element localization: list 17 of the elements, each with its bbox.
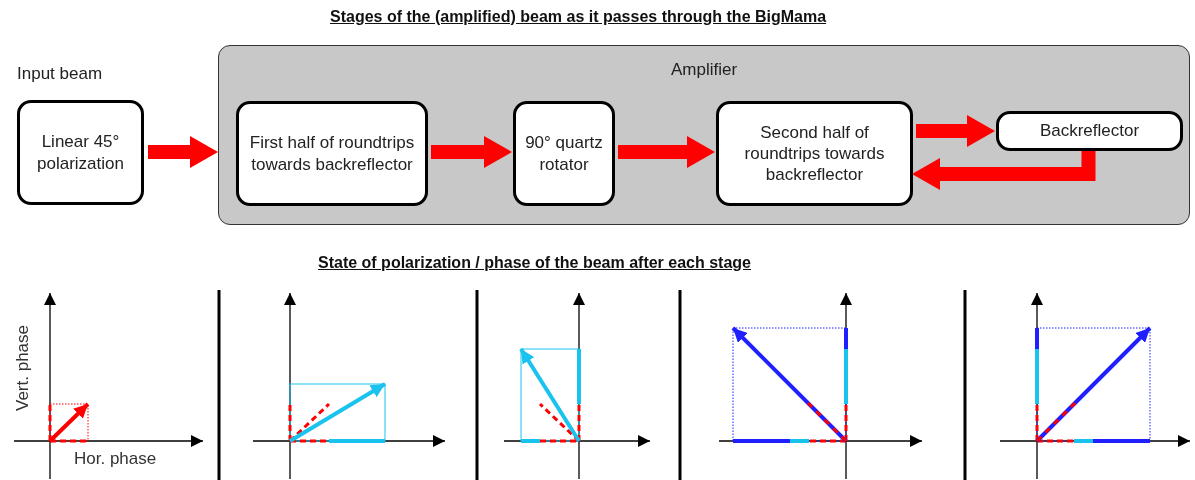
axis-label: Hor. phase [74, 449, 157, 469]
arrow [148, 136, 218, 168]
arrow [431, 136, 512, 168]
section-heading: State of polarization / phase of the beam after each stage [318, 254, 751, 272]
process-box: Second half of roundtrips towards backreflector [716, 101, 913, 206]
process-box: Linear 45° polarization [17, 100, 144, 205]
amplifier-panel [218, 45, 1190, 225]
arrow [618, 136, 715, 168]
arrow [916, 115, 995, 147]
process-box: Backreflector [996, 111, 1183, 151]
node-heading: Input beam [17, 64, 103, 84]
diagram-title: Stages of the (amplified) beam as it passes through the BigMama [330, 8, 827, 26]
arrow [912, 150, 1096, 190]
axis-label: Vert. phase [13, 325, 33, 411]
panel-title: Amplifier [669, 60, 739, 80]
process-box: 90° quartz rotator [513, 101, 615, 206]
process-box: First half of roundtrips towards backreflector [236, 101, 428, 206]
